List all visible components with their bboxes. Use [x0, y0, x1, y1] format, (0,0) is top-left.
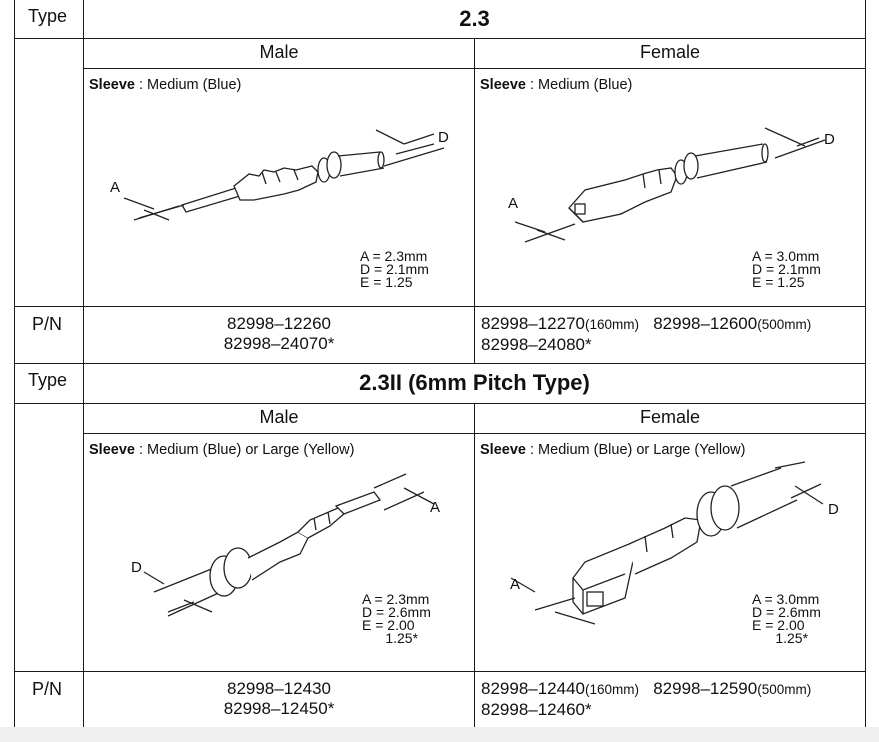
male-header: Male	[259, 42, 299, 62]
male-sleeve-note: Sleeve : Medium (Blue) or Large (Yellow)	[89, 441, 354, 459]
row-line	[83, 433, 866, 434]
page-bottom-margin	[0, 727, 879, 742]
sleeve-value: : Medium (Blue) or Large (Yellow)	[134, 442, 355, 458]
part-number: 82998–12270	[481, 314, 586, 333]
part-number: 82998–24080*	[481, 335, 592, 354]
callout-d: D	[438, 129, 449, 146]
female-header: Female	[639, 42, 701, 62]
row-line	[14, 363, 866, 364]
row-line	[14, 38, 866, 39]
spec-line: 1.25*	[362, 630, 419, 646]
male-6mm-terminal-drawing	[143, 473, 435, 617]
male-header: Male	[259, 407, 299, 427]
male-part-numbers: 82998–12430 82998–12450*	[84, 679, 474, 719]
spec-line: D = 2.6mm	[752, 604, 821, 620]
spec-line: A = 2.3mm	[362, 591, 430, 607]
callout-a: A	[508, 195, 519, 212]
callout-d: D	[824, 131, 835, 148]
type-label: Type	[28, 6, 68, 26]
pn-label: P/N	[32, 679, 63, 699]
part-number-line: 82998–12440(160mm) 82998–12590(500mm)	[481, 679, 811, 700]
callout-d: D	[131, 559, 142, 576]
part-number: 82998–12440	[481, 679, 586, 698]
female-terminal-drawing	[514, 127, 826, 243]
type-title: 2.3II (6mm Pitch Type)	[359, 370, 590, 395]
length-note: (500mm)	[757, 317, 812, 332]
spec-line: E = 1.25	[360, 274, 413, 290]
spec-line: A = 2.3mm	[360, 248, 428, 264]
female-sleeve-note: Sleeve : Medium (Blue)	[480, 76, 632, 94]
part-number: 82998–12460*	[481, 700, 592, 719]
spec-line: D = 2.1mm	[752, 261, 821, 277]
sleeve-value: : Medium (Blue)	[134, 77, 242, 93]
female-sleeve-note: Sleeve : Medium (Blue) or Large (Yellow)	[480, 441, 745, 459]
callout-a: A	[110, 179, 121, 196]
sleeve-key: Sleeve	[89, 77, 135, 93]
callout-a: A	[510, 576, 521, 593]
male-terminal-drawing	[123, 129, 445, 221]
female-6mm-terminal-drawing	[510, 461, 824, 625]
spec-line: E = 2.00	[752, 617, 805, 633]
type-title: 2.3	[459, 6, 490, 31]
sleeve-key: Sleeve	[89, 442, 135, 458]
female-part-numbers: 82998–12440(160mm) 82998–12590(500mm) 82…	[481, 679, 811, 720]
callout-a: A	[430, 499, 441, 516]
length-note: (160mm)	[585, 317, 640, 332]
female-part-numbers: 82998–12270(160mm) 82998–12600(500mm) 82…	[481, 314, 811, 355]
male-female-divider-1	[474, 38, 475, 363]
spec-line: A = 3.0mm	[752, 591, 820, 607]
male-part-numbers: 82998–12260 82998–24070*	[84, 314, 474, 354]
spec-line: A = 3.0mm	[752, 248, 820, 264]
sleeve-key: Sleeve	[480, 77, 526, 93]
male-female-divider-2	[474, 403, 475, 727]
sleeve-value: : Medium (Blue) or Large (Yellow)	[525, 442, 746, 458]
part-number: 82998–12430	[226, 679, 331, 698]
length-note: (160mm)	[585, 682, 640, 697]
row-line	[14, 671, 866, 672]
type-label: Type	[28, 370, 68, 390]
row-line	[14, 306, 866, 307]
part-number: 82998–12450*	[223, 699, 335, 718]
row-line	[83, 68, 866, 69]
female-header: Female	[639, 407, 701, 427]
sleeve-key: Sleeve	[480, 442, 526, 458]
length-note: (500mm)	[757, 682, 812, 697]
spec-line: D = 2.6mm	[362, 604, 431, 620]
part-number: 82998–12260	[226, 314, 331, 333]
spec-line: E = 1.25	[752, 274, 805, 290]
part-number: 82998–12590	[653, 679, 758, 698]
part-number-line: 82998–12270(160mm) 82998–12600(500mm)	[481, 314, 811, 335]
sleeve-value: : Medium (Blue)	[525, 77, 633, 93]
row-line	[14, 403, 866, 404]
part-number: 82998–24070*	[223, 334, 335, 353]
spec-line: D = 2.1mm	[360, 261, 429, 277]
spec-line: 1.25*	[752, 630, 809, 646]
male-sleeve-note: Sleeve : Medium (Blue)	[89, 76, 241, 94]
pn-label: P/N	[32, 314, 63, 334]
callout-d: D	[828, 501, 839, 518]
part-number: 82998–12600	[653, 314, 758, 333]
spec-line: E = 2.00	[362, 617, 415, 633]
